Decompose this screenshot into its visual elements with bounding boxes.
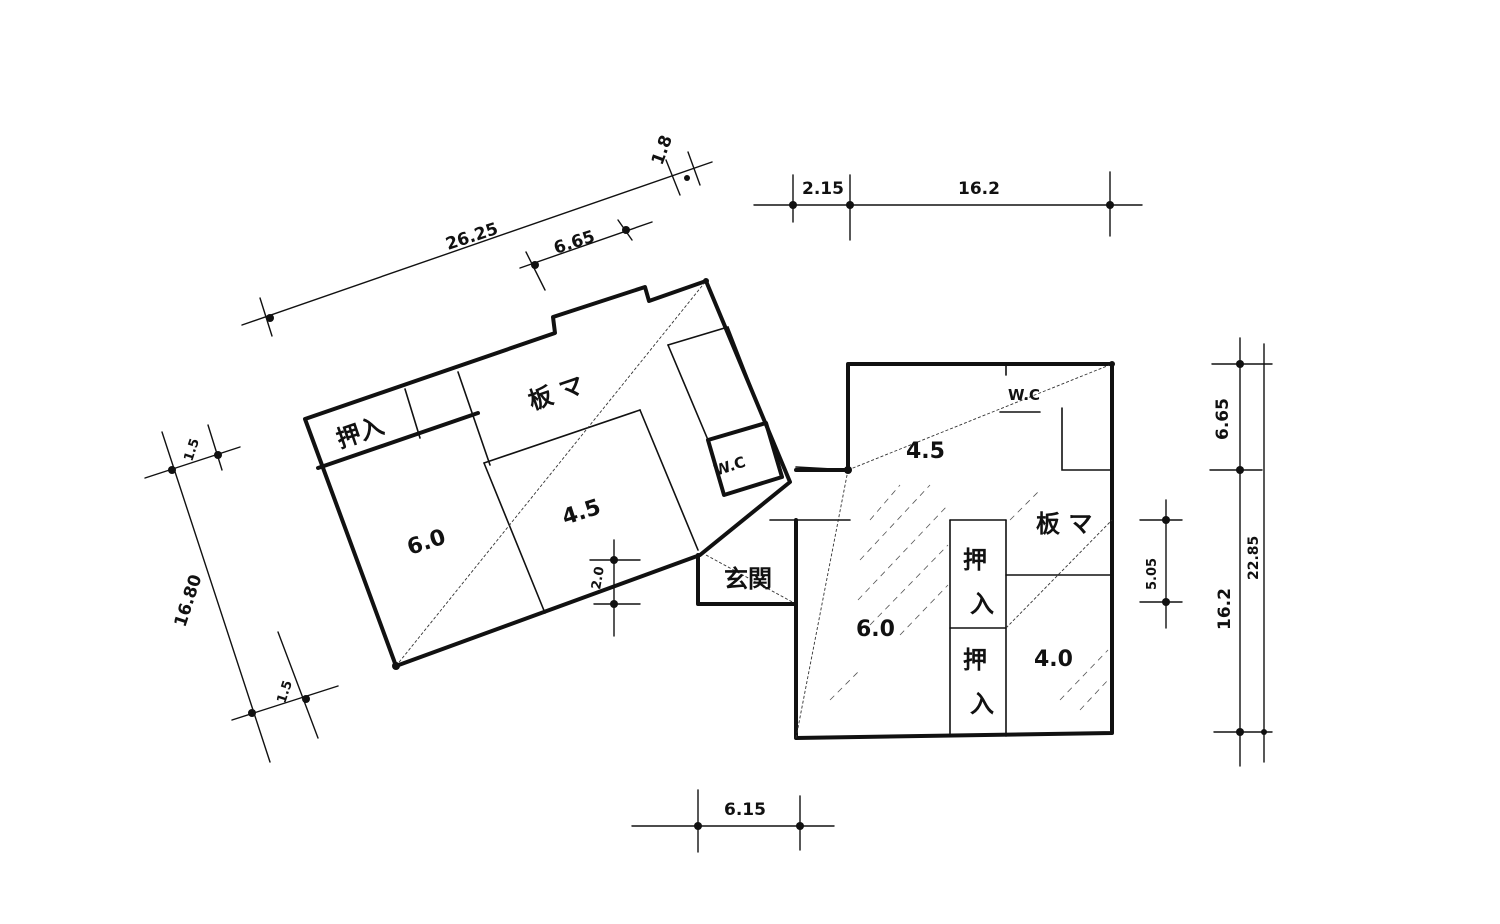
entrance-outline — [696, 553, 798, 606]
right-hatching — [829, 484, 1109, 711]
left-building-outline — [303, 279, 792, 668]
left-step-dim: 2.0 — [589, 565, 608, 590]
right-building: W.C 4.5 板 マ 押 入 押 入 6.0 4.0 — [794, 361, 1115, 740]
right-itama-label: 板 マ — [1036, 509, 1092, 538]
right-oshiire-bottom-1: 押 — [963, 645, 987, 674]
left-segment-dim: 6.65 — [551, 227, 597, 259]
left-building: 押入 板 マ W.C 6.0 4.5 — [303, 278, 792, 670]
right-room-45: 4.5 — [906, 439, 945, 464]
right-room-40: 4.0 — [1034, 647, 1073, 672]
right-upper-dim: 6.65 — [1213, 398, 1233, 440]
left-closet-band — [316, 411, 480, 470]
entrance-label: 玄関 — [724, 564, 772, 593]
left-total-width-dim: 26.25 — [443, 219, 500, 255]
right-oshiire-bottom-2: 入 — [970, 689, 994, 718]
entrance: 玄関 — [696, 466, 851, 606]
left-room-60: 6.0 — [404, 525, 449, 561]
right-bottom-dim: 6.15 — [724, 800, 766, 820]
right-room-60: 6.0 — [856, 617, 895, 642]
left-itama-label: 板 マ — [525, 370, 588, 416]
left-depth-dim: 16.80 — [171, 572, 207, 629]
right-total-dim: 22.85 — [1246, 536, 1262, 580]
right-wc-label: W.C — [1008, 386, 1040, 404]
right-top-small-dim: 2.15 — [802, 179, 844, 199]
left-dimensions: 26.25 6.65 1.8 16.80 1.5 1.5 2.0 — [144, 133, 713, 763]
left-right-small-dim: 1.8 — [648, 133, 677, 168]
right-building-outline — [794, 362, 1114, 740]
left-wc-label: W.C — [712, 453, 748, 480]
right-top-width-dim: 16.2 — [958, 179, 1000, 199]
right-oshiire-top-1: 押 — [963, 545, 987, 574]
left-top-small-dim: 1.5 — [182, 437, 203, 464]
left-wc-box — [706, 421, 784, 497]
right-lower-dim: 16.2 — [1215, 588, 1235, 630]
left-room-45: 4.5 — [559, 495, 604, 531]
right-dimensions: 2.15 16.2 6.65 16.2 22.85 5.05 6.15 — [631, 171, 1273, 853]
right-inner-dim: 5.05 — [1145, 558, 1160, 590]
left-bottom-small-dim: 1.5 — [275, 679, 296, 706]
right-oshiire-top-2: 入 — [970, 589, 994, 618]
